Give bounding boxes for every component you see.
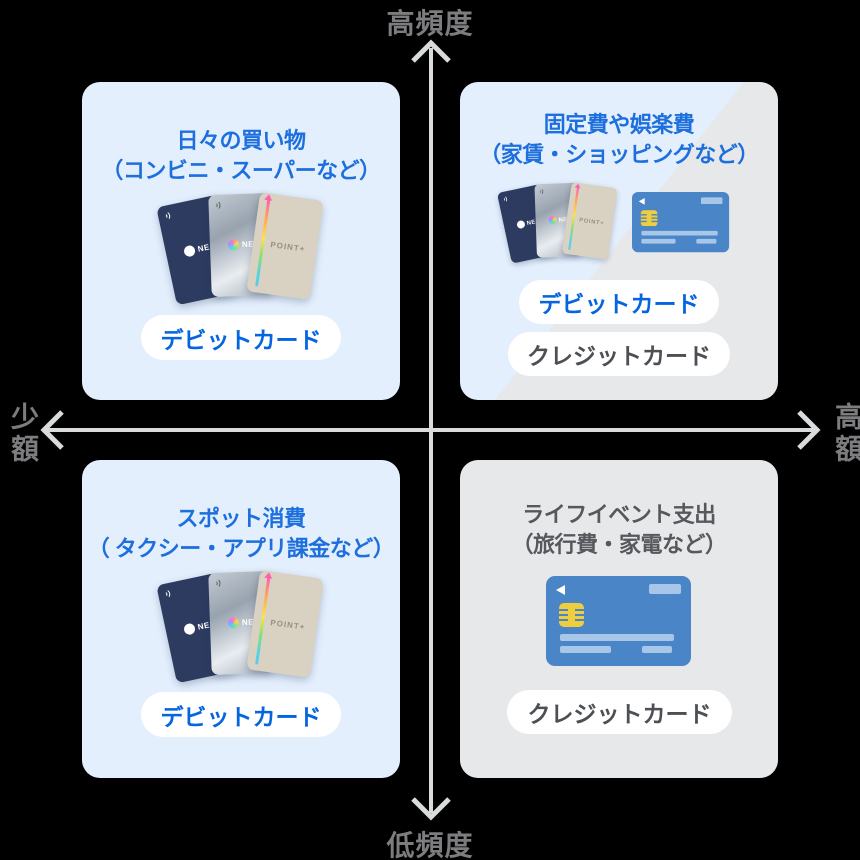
debit-card-point: POINT+ xyxy=(561,182,618,260)
card-number-stripe xyxy=(560,634,674,641)
label-credit-card: クレジットカード xyxy=(508,332,730,376)
quadrant-title-line1: スポット消費 xyxy=(176,506,306,531)
logo-text: NE xyxy=(196,620,211,632)
debit-cards-illustration: NE NE POINT+ xyxy=(156,192,324,306)
contactless-icon xyxy=(216,579,221,587)
point-card-text: POINT+ xyxy=(269,240,306,254)
quadrant-daily-shopping: 日々の買い物 （コンビニ・スーパーなど） NE xyxy=(82,82,400,400)
debit-card-silver: NE xyxy=(208,570,274,676)
credit-card-illustration xyxy=(546,576,691,666)
quadrant-title-line2: （旅行費・家電など） xyxy=(511,532,727,557)
quadrant-title: 日々の買い物 （コンビニ・スーパーなど） xyxy=(82,126,400,186)
label-credit-card: クレジットカード xyxy=(507,690,732,734)
card-name-stripe xyxy=(560,646,611,653)
debit-card-point: POINT+ xyxy=(246,192,324,300)
axis-label-low-frequency: 低頻度 xyxy=(386,830,474,860)
card-chip-icon xyxy=(640,210,658,227)
contactless-icon xyxy=(503,196,507,202)
card-number-stripe xyxy=(641,230,718,236)
quadrant-title: スポット消費 （ タクシー・アプリ課金など） xyxy=(82,504,400,564)
quadrant-title-line1: 固定費や娯楽費 xyxy=(543,112,695,137)
quadrant-title-line1: ライフイベント支出 xyxy=(522,502,716,527)
card-signature-stripe xyxy=(701,197,723,205)
axis-label-small-amount: 少額 xyxy=(8,402,39,466)
quadrant-title-line1: 日々の買い物 xyxy=(176,128,306,153)
quadrant-title: ライフイベント支出 （旅行費・家電など） xyxy=(460,500,778,560)
arrow-up-icon xyxy=(411,39,451,63)
contactless-icon xyxy=(540,189,544,194)
logo-text: NE xyxy=(196,242,211,254)
card-signature-stripe xyxy=(649,584,681,594)
logo-text: NE xyxy=(526,218,537,227)
debit-cards-illustration: NE NE POINT+ xyxy=(497,182,618,264)
debit-card-silver: NE xyxy=(208,192,274,298)
quadrant-fixed-costs: 固定費や娯楽費 （家賃・ショッピングなど） NE xyxy=(460,82,778,400)
logo-mark-icon xyxy=(548,215,557,224)
logo-mark-icon xyxy=(516,219,526,230)
logo-mark-icon xyxy=(182,244,197,258)
card-expiry-stripe xyxy=(642,646,672,653)
label-debit-card: デビットカード xyxy=(141,315,341,360)
quadrant-spot-spending: スポット消費 （ タクシー・アプリ課金など） NE xyxy=(82,460,400,778)
card-chip-icon xyxy=(559,603,584,627)
quadrant-life-events: ライフイベント支出 （旅行費・家電など） クレジットカード xyxy=(460,460,778,778)
debit-card-silver: NE xyxy=(534,182,582,258)
quadrant-title-line2: （ タクシー・アプリ課金など） xyxy=(87,536,395,561)
logo-mark-icon xyxy=(227,238,240,251)
point-card-text: POINT+ xyxy=(578,216,605,227)
quadrant-title-line2: （コンビニ・スーパーなど） xyxy=(101,158,381,183)
debit-card-navy: NE xyxy=(497,183,556,264)
credit-card-illustration xyxy=(632,192,730,253)
arrow-right-icon xyxy=(797,410,821,450)
card-expiry-stripe xyxy=(696,238,717,244)
debit-card-point: POINT+ xyxy=(246,570,324,678)
quadrant-title: 固定費や娯楽費 （家賃・ショッピングなど） xyxy=(460,110,778,170)
logo-mark-icon xyxy=(182,622,197,636)
axis-label-high-frequency: 高頻度 xyxy=(386,8,474,39)
card-name-stripe xyxy=(641,238,676,244)
contactless-icon xyxy=(216,201,221,209)
point-card-text: POINT+ xyxy=(269,618,306,632)
arrow-left-icon xyxy=(40,410,64,450)
contactless-icon xyxy=(165,590,171,597)
debit-card-navy: NE xyxy=(156,194,238,306)
card-corner-icon xyxy=(556,585,565,595)
debit-card-navy: NE xyxy=(156,572,238,684)
contactless-icon xyxy=(165,212,171,219)
label-debit-card: デビットカード xyxy=(519,280,719,324)
logo-mark-icon xyxy=(227,616,240,629)
axis-label-large-amount: 高額 xyxy=(832,402,860,466)
debit-cards-illustration: NE NE POINT+ xyxy=(156,570,324,684)
quadrant-title-line2: （家賃・ショッピングなど） xyxy=(479,142,759,167)
arrow-down-icon xyxy=(411,797,451,821)
card-corner-icon xyxy=(638,198,645,205)
label-debit-card: デビットカード xyxy=(141,692,341,737)
